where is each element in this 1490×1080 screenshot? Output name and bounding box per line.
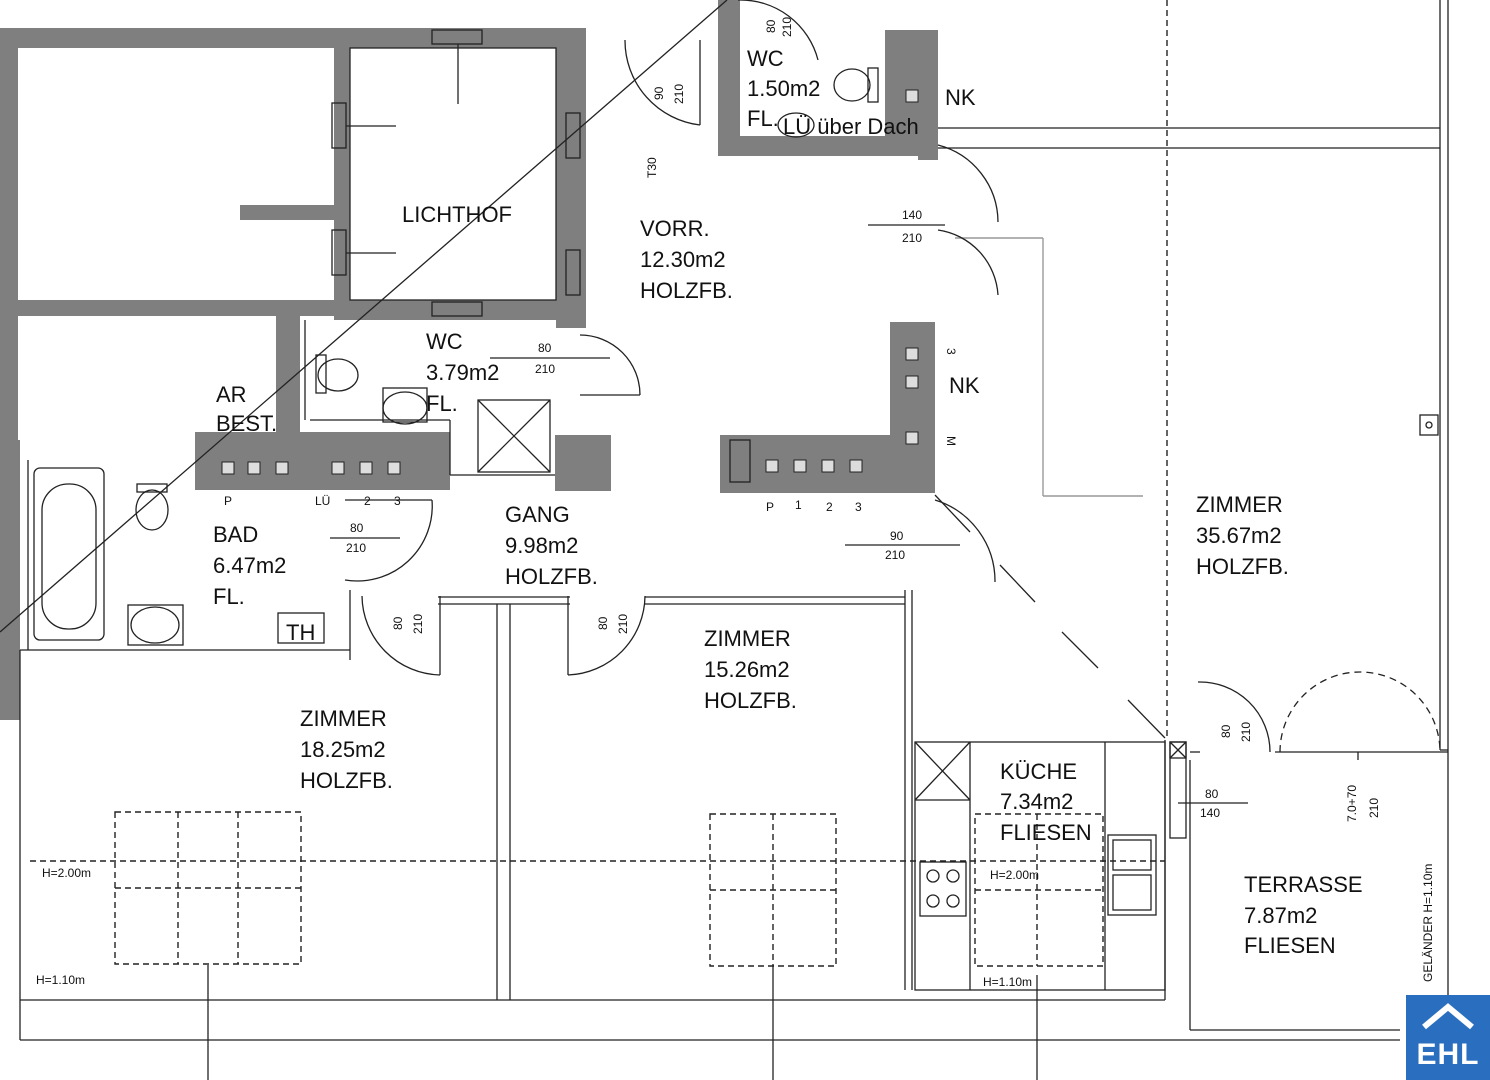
svg-text:H=1.10m: H=1.10m xyxy=(36,973,85,987)
door-label-terr-c: 7.0+70 210 xyxy=(1345,785,1381,822)
small-labels: T30 P LÜ 2 3 P 1 2 3 3 M H=2.00m H=1.10m… xyxy=(36,157,1435,989)
svg-text:H=2.00m: H=2.00m xyxy=(990,868,1039,882)
door-label-bad: 80 210 xyxy=(330,521,400,555)
svg-text:80: 80 xyxy=(350,521,364,535)
svg-text:210: 210 xyxy=(616,614,630,634)
svg-text:80: 80 xyxy=(1205,787,1219,801)
door-dimensions: 80 210 90 210 140 210 80 210 80 210 80 2… xyxy=(330,17,1381,822)
svg-text:210: 210 xyxy=(346,541,366,555)
svg-text:210: 210 xyxy=(885,548,905,562)
door-label-terr-b: 80 140 xyxy=(1178,787,1248,820)
svg-text:T30: T30 xyxy=(645,157,659,178)
room-nk-top: NK xyxy=(945,85,976,110)
doors xyxy=(344,0,1441,760)
room-gang: GANG 9.98m2 HOLZFB. xyxy=(505,502,598,589)
svg-text:210: 210 xyxy=(672,84,686,104)
shaft-boxes xyxy=(221,89,919,475)
door-label-gang-right: 90 210 xyxy=(845,529,960,562)
svg-text:3: 3 xyxy=(855,500,862,514)
svg-text:80: 80 xyxy=(538,341,552,355)
svg-text:210: 210 xyxy=(780,17,794,37)
room-bad: BAD 6.47m2 FL. xyxy=(213,522,293,609)
svg-text:210: 210 xyxy=(535,362,555,376)
svg-text:80: 80 xyxy=(596,616,610,630)
label-th: TH xyxy=(286,620,315,645)
svg-text:1: 1 xyxy=(795,498,802,512)
room-lichthof: LICHTHOF xyxy=(402,202,512,227)
svg-text:140: 140 xyxy=(1200,806,1220,820)
svg-text:LÜ: LÜ xyxy=(315,494,330,508)
room-labels: LICHTHOF WC 1.50m2 FL. LÜ über Dach NK V… xyxy=(213,46,1369,958)
room-wc-top: WC 1.50m2 FL. xyxy=(747,46,827,131)
door-label-zimmer-mid: 80 210 xyxy=(596,614,630,634)
svg-text:2: 2 xyxy=(826,500,833,514)
house-icon xyxy=(1422,1003,1474,1030)
room-vorr: VORR. 12.30m2 HOLZFB. xyxy=(640,216,733,303)
room-nk-mid: NK xyxy=(949,373,980,398)
svg-text:P: P xyxy=(766,500,774,514)
room-kueche: KÜCHE 7.34m2 FLIESEN xyxy=(1000,759,1092,845)
door-label-wc-mid: 80 210 xyxy=(490,341,610,376)
svg-text:M: M xyxy=(944,436,958,446)
room-wc-mid: WC 3.79m2 FL. xyxy=(426,329,506,416)
door-label-wc-top: 80 210 xyxy=(764,17,794,37)
room-zimmer-large: ZIMMER 35.67m2 HOLZFB. xyxy=(1196,492,1289,579)
svg-text:H=2.00m: H=2.00m xyxy=(42,866,91,880)
svg-text:210: 210 xyxy=(411,614,425,634)
door-label-zimmer-left: 80 210 xyxy=(391,614,425,634)
svg-text:H=1.10m: H=1.10m xyxy=(983,975,1032,989)
room-terrasse: TERRASSE 7.87m2 FLIESEN xyxy=(1244,872,1369,958)
svg-text:90: 90 xyxy=(890,529,904,543)
logo-text: EHL xyxy=(1416,1038,1480,1071)
door-label-vorr-top: 90 210 xyxy=(652,84,686,104)
svg-text:210: 210 xyxy=(1239,722,1253,742)
thin-lines xyxy=(0,0,1449,1080)
svg-text:90: 90 xyxy=(652,86,666,100)
svg-text:80: 80 xyxy=(391,616,405,630)
svg-text:7.0+70: 7.0+70 xyxy=(1345,785,1359,822)
room-zimmer-left: ZIMMER 18.25m2 HOLZFB. xyxy=(300,706,393,793)
label-lu-dach: LÜ über Dach xyxy=(783,114,919,139)
svg-text:P: P xyxy=(224,494,232,508)
svg-text:210: 210 xyxy=(902,231,922,245)
walls xyxy=(0,0,938,720)
svg-text:140: 140 xyxy=(902,208,922,222)
door-label-terr-a: 80 210 xyxy=(1219,722,1253,742)
ehl-logo: EHL xyxy=(1406,995,1490,1080)
room-zimmer-mid: ZIMMER 15.26m2 HOLZFB. xyxy=(704,626,797,713)
svg-text:GELÄNDER H=1.10m: GELÄNDER H=1.10m xyxy=(1421,864,1435,982)
svg-text:210: 210 xyxy=(1367,798,1381,818)
svg-text:2: 2 xyxy=(364,494,371,508)
furniture xyxy=(114,811,1104,967)
svg-text:80: 80 xyxy=(1219,724,1233,738)
svg-text:3: 3 xyxy=(394,494,401,508)
door-label-vorr-right: 140 210 xyxy=(868,208,945,245)
windows xyxy=(331,29,1187,839)
svg-text:3: 3 xyxy=(944,348,958,355)
room-ar: AR BEST. xyxy=(216,382,277,436)
dashed-diagonal xyxy=(934,494,1166,739)
svg-text:80: 80 xyxy=(764,19,778,33)
fixtures xyxy=(33,67,1439,917)
